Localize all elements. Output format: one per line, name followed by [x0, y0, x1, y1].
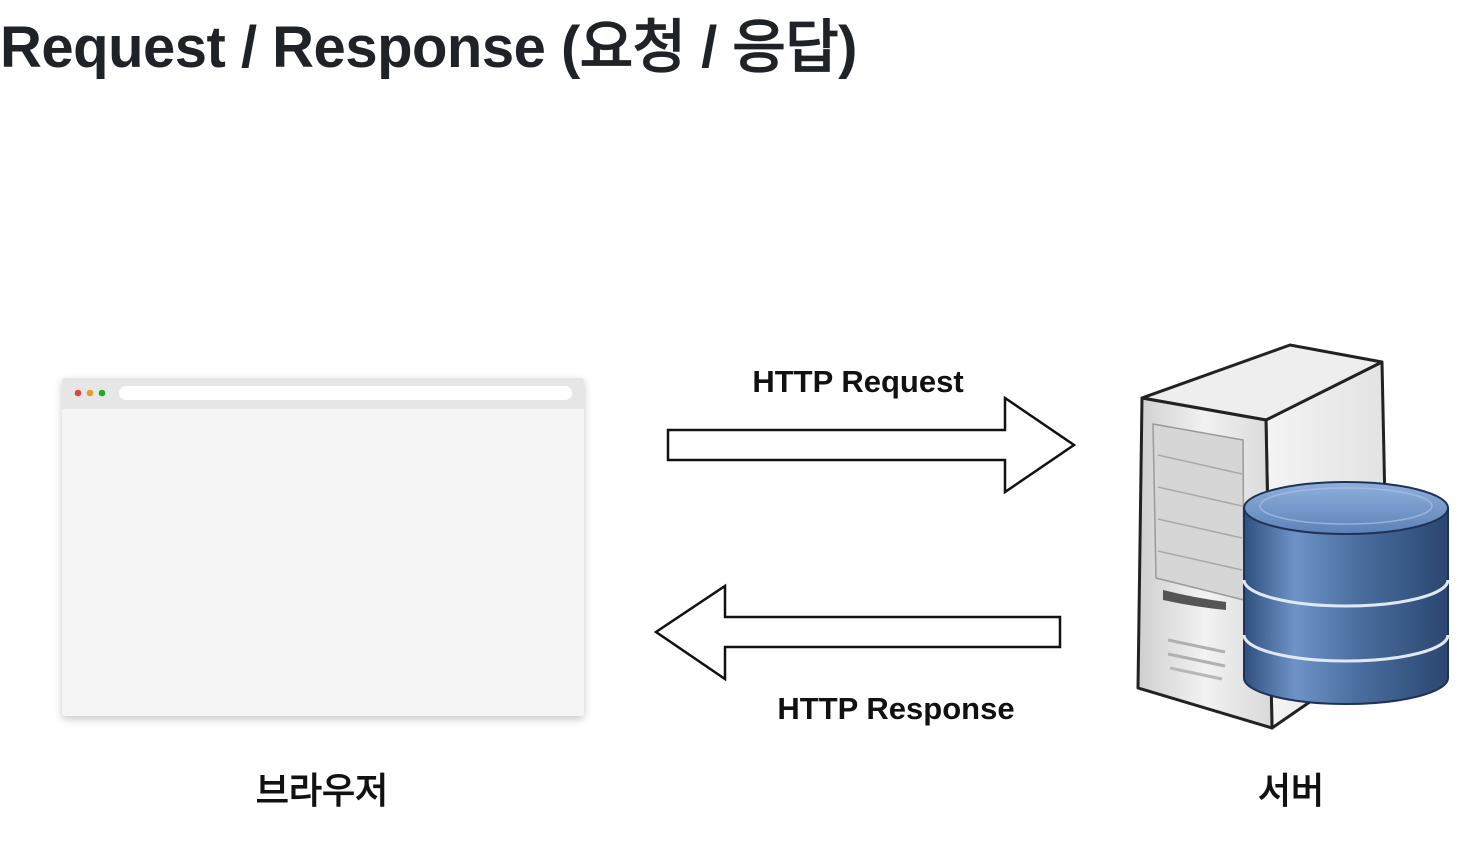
close-dot-icon: [74, 389, 82, 397]
page-title: Request / Response (요청 / 응답): [0, 15, 857, 80]
browser-window-icon: [62, 378, 584, 716]
database-cylinder-icon: [1242, 481, 1450, 705]
address-bar: [119, 386, 572, 400]
minimize-dot-icon: [86, 389, 94, 397]
maximize-dot-icon: [98, 389, 106, 397]
arrow-left-icon: [653, 583, 1062, 682]
request-label: HTTP Request: [752, 364, 963, 399]
arrow-right-icon: [666, 395, 1077, 495]
client-label: 브라우저: [256, 770, 388, 811]
response-label: HTTP Response: [777, 691, 1014, 726]
server-label: 서버: [1258, 770, 1324, 811]
